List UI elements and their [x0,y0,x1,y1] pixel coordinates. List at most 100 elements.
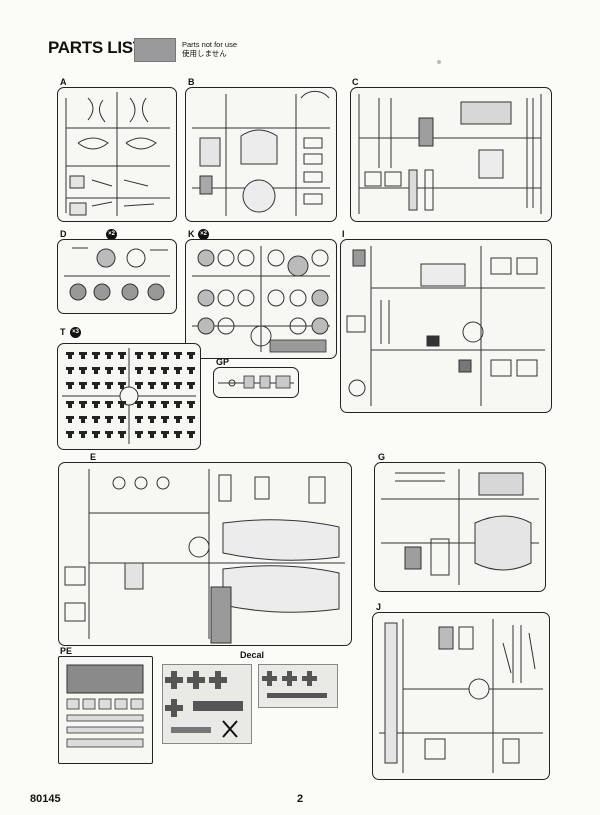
track-link [79,382,87,389]
track-link [92,416,100,423]
decal-sheet-2 [258,664,338,708]
sprue-b [185,87,337,222]
binder-mark [437,60,441,64]
track-link [92,431,100,438]
track-link [92,382,100,389]
sprue-c-letter: C [352,77,359,87]
track-link [105,352,113,359]
track-link [148,352,156,359]
track-link [148,367,156,374]
track-link [148,416,156,423]
track-link [135,382,143,389]
sprue-pe-drawing [66,664,144,748]
track-link [187,416,195,423]
page-title: PARTS LIST [48,38,143,57]
track-link [161,367,169,374]
sprue-k-drawing [192,246,330,353]
sprue-e [58,462,352,646]
decal-sheet-2-drawing [262,671,327,698]
sprue-e-drawing [64,469,345,644]
track-link [92,401,100,408]
sprue-d-quantity: ×2 [106,229,117,240]
sprue-i [340,239,552,413]
track-link [105,382,113,389]
track-link [174,401,182,408]
track-link [118,401,126,408]
track-link [79,352,87,359]
track-link [135,416,143,423]
sprue-i-drawing [346,246,545,406]
track-link [174,382,182,389]
sprue-j-drawing [379,619,543,773]
sprue-gp-letter: GP [216,357,230,367]
track-link [79,367,87,374]
track-link [187,367,195,374]
track-link [161,401,169,408]
track-link [161,431,169,438]
track-link [118,431,126,438]
sprue-c [350,87,552,222]
track-link [174,352,182,359]
track-link [92,367,100,374]
sprue-e-letter: E [90,452,97,462]
sprue-g-letter: G [378,452,386,462]
track-link [105,416,113,423]
track-link [118,382,126,389]
not-for-use-legend: Parts not for use 使用しません [182,40,237,58]
track-link [105,431,113,438]
sprue-pe-letter: PE [60,646,73,656]
track-link [135,367,143,374]
sprue-c-drawing [358,94,542,214]
track-link [92,352,100,359]
track-link [79,401,87,408]
sprue-k [185,239,337,359]
sprue-t-quantity: ×3 [70,327,81,338]
track-link [148,382,156,389]
sprue-a-drawing [65,92,170,216]
not-for-use-swatch [134,38,176,62]
legend-japanese: 使用しません [182,49,227,58]
track-link [148,401,156,408]
track-link [66,367,74,374]
decal-sheet-1 [162,664,252,744]
track-link [135,401,143,408]
decal-sheet-1-drawing [165,671,243,738]
sprue-j-letter: J [376,602,382,612]
track-link [66,352,74,359]
track-link [66,416,74,423]
track-link [66,401,74,408]
track-link [118,416,126,423]
track-link [66,431,74,438]
sprue-d-drawing [64,247,170,301]
sprue-pe [58,656,153,764]
track-link [161,416,169,423]
sprue-gp [213,367,299,398]
track-link [187,401,195,408]
track-link [66,382,74,389]
kit-number: 80145 [30,793,61,805]
track-link [118,367,126,374]
track-link [105,401,113,408]
sprue-t [57,343,201,450]
track-link [79,431,87,438]
track-link [187,352,195,359]
track-link [79,416,87,423]
page-number: 2 [297,793,304,805]
decal-heading: Decal [240,650,265,660]
sprue-a [57,87,177,222]
sprue-a-letter: A [60,77,67,87]
sprue-b-letter: B [188,77,195,87]
legend-english: Parts not for use [182,40,238,49]
sprue-d-letter: D [60,229,67,239]
track-link [174,431,182,438]
sprue-k-letter: K [188,229,195,239]
sprue-k-quantity: ×2 [198,229,209,240]
track-link [118,352,126,359]
sprue-t-letter: T [60,327,66,337]
track-link [161,352,169,359]
sprue-g-drawing [381,469,539,585]
track-link [148,431,156,438]
sprue-gp-drawing [218,375,294,389]
track-link [174,367,182,374]
